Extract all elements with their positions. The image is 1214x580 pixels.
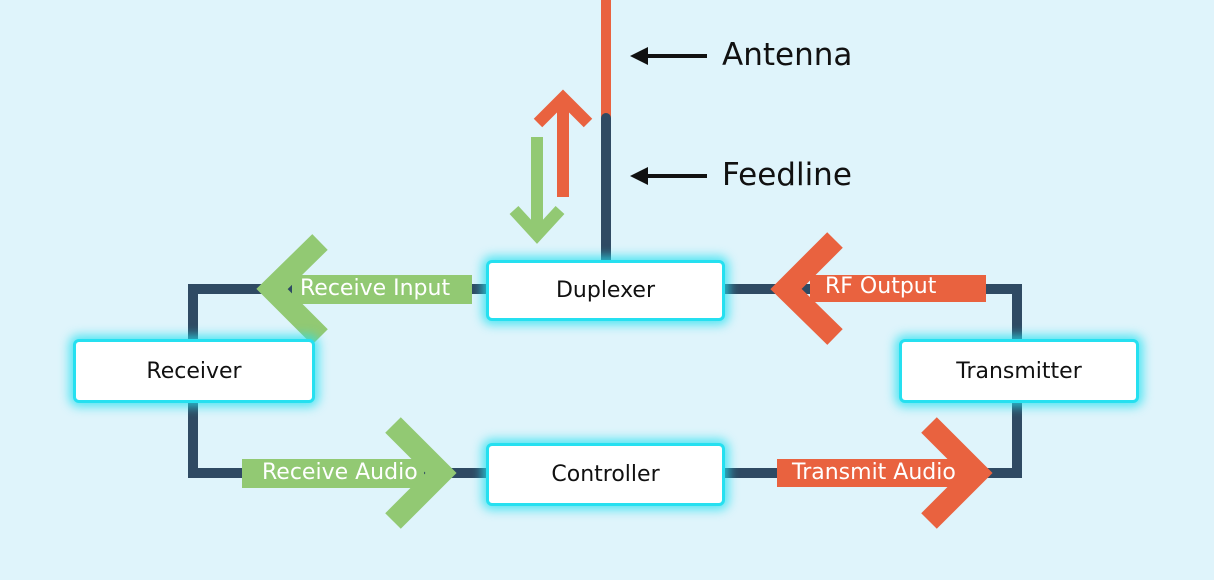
receiver-node: Receiver [73, 339, 315, 403]
receiver-label: Receiver [146, 358, 242, 384]
transmit-audio-band [777, 459, 967, 487]
duplexer-node: Duplexer [486, 260, 725, 321]
receive-down-arrow-head [509, 205, 565, 244]
controller-label: Controller [551, 462, 660, 487]
rf-output-label: RF Output [825, 274, 937, 299]
receive-audio-label: Receive Audio [262, 460, 418, 485]
receive-input-chevron [256, 234, 328, 345]
antenna-callout: Antenna [722, 37, 853, 73]
transmit-up-arrow-head [533, 89, 593, 128]
transmitter-node: Transmitter [899, 339, 1139, 403]
receive-input-band [292, 275, 472, 304]
controller-node: Controller [486, 443, 725, 506]
feedline-callout-arrowhead [630, 167, 648, 185]
feedline-callout: Feedline [722, 157, 852, 193]
receive-audio-band [242, 459, 424, 488]
rf-output-chevron [770, 232, 843, 345]
transmit-audio-label: Transmit Audio [792, 460, 956, 485]
receive-audio-chevron [385, 417, 457, 529]
antenna-callout-arrowhead [630, 47, 648, 65]
receive-input-label: Receive Input [300, 276, 451, 301]
duplexer-label: Duplexer [555, 278, 656, 303]
transmit-audio-chevron [921, 417, 993, 529]
transmitter-label: Transmitter [956, 358, 1082, 384]
rf-output-band [810, 275, 986, 302]
